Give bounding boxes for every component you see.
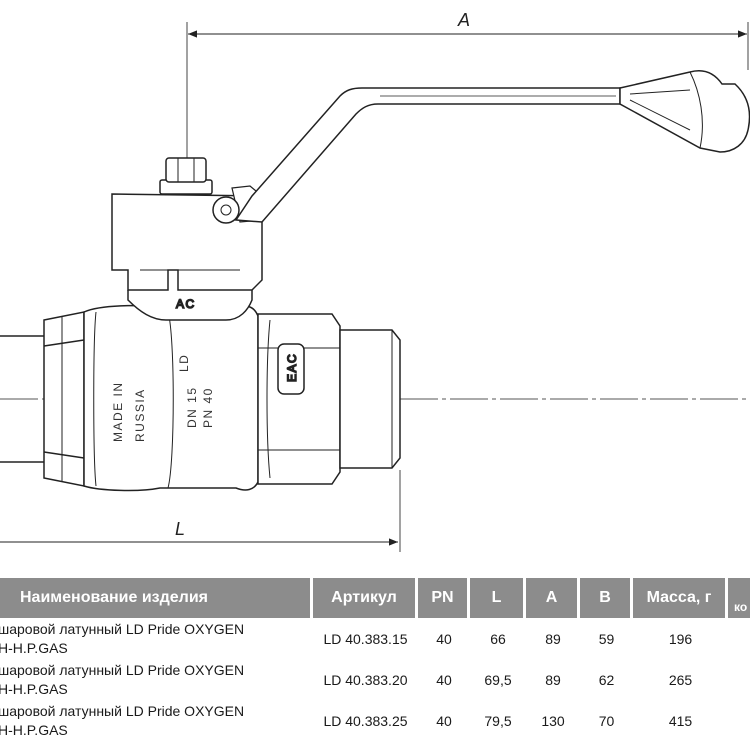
header-l: L (470, 578, 526, 618)
handle-grip (619, 70, 750, 153)
cell-mass: 196 (668, 630, 693, 647)
cell-a: 130 (541, 712, 565, 729)
cell-extra (728, 659, 750, 700)
table-header-row: Наименование изделия Артикул PN L A B Ма… (0, 578, 750, 618)
cell-mass: 415 (668, 712, 693, 729)
stem-nut (159, 157, 213, 195)
mark-made-in: MADE IN (111, 381, 125, 442)
cell-l: 79,5 (484, 712, 512, 729)
cell-article: LD 40.383.25 (323, 712, 408, 729)
body-markings: MADE IN RUSSIA LD DN 15 PN 40 (111, 354, 215, 442)
cell-b: 62 (598, 671, 615, 688)
mark-neck: AC (176, 297, 196, 311)
handle-cap (111, 185, 263, 291)
header-mass: Масса, г (633, 578, 728, 618)
valve-neck: AC (127, 290, 253, 321)
cell-b: 70 (598, 712, 615, 729)
header-b: B (580, 578, 633, 618)
header-a: A (526, 578, 580, 618)
dimension-l-label: L (175, 519, 185, 539)
cell-extra (728, 700, 750, 741)
cell-article: LD 40.383.20 (323, 671, 408, 688)
right-thread-end (339, 329, 401, 469)
header-article: Артикул (313, 578, 418, 618)
header-name: Наименование изделия (0, 578, 313, 618)
cell-article: LD 40.383.15 (323, 630, 408, 647)
valve-technical-drawing: A MADE IN RUSSIA LD DN 15 PN 40 AC (0, 10, 750, 552)
cell-pn: 40 (436, 630, 452, 647)
mark-eac: EAC (285, 353, 299, 382)
cell-pn: 40 (436, 712, 452, 729)
dimension-l: L (0, 470, 401, 552)
cell-l: 69,5 (484, 671, 512, 688)
spec-table: Наименование изделия Артикул PN L A B Ма… (0, 578, 750, 741)
cell-l: 66 (490, 630, 506, 647)
header-pn: PN (418, 578, 470, 618)
cell-a: 89 (545, 671, 561, 688)
lever-handle (234, 87, 621, 223)
mark-logo: LD (177, 354, 191, 372)
right-hex-nut: EAC (257, 313, 341, 485)
cell-a: 89 (545, 630, 561, 647)
mark-country: RUSSIA (133, 388, 147, 442)
dimension-a-label: A (457, 10, 470, 30)
cell-extra (728, 618, 750, 659)
cell-pn: 40 (436, 671, 452, 688)
left-pipe (0, 335, 44, 463)
left-hex-nut (43, 311, 85, 487)
mark-pn: PN 40 (201, 387, 215, 428)
cell-b: 59 (598, 630, 615, 647)
mark-dn: DN 15 (185, 386, 199, 428)
header-extra: ко (728, 578, 750, 618)
cell-mass: 265 (668, 671, 693, 688)
